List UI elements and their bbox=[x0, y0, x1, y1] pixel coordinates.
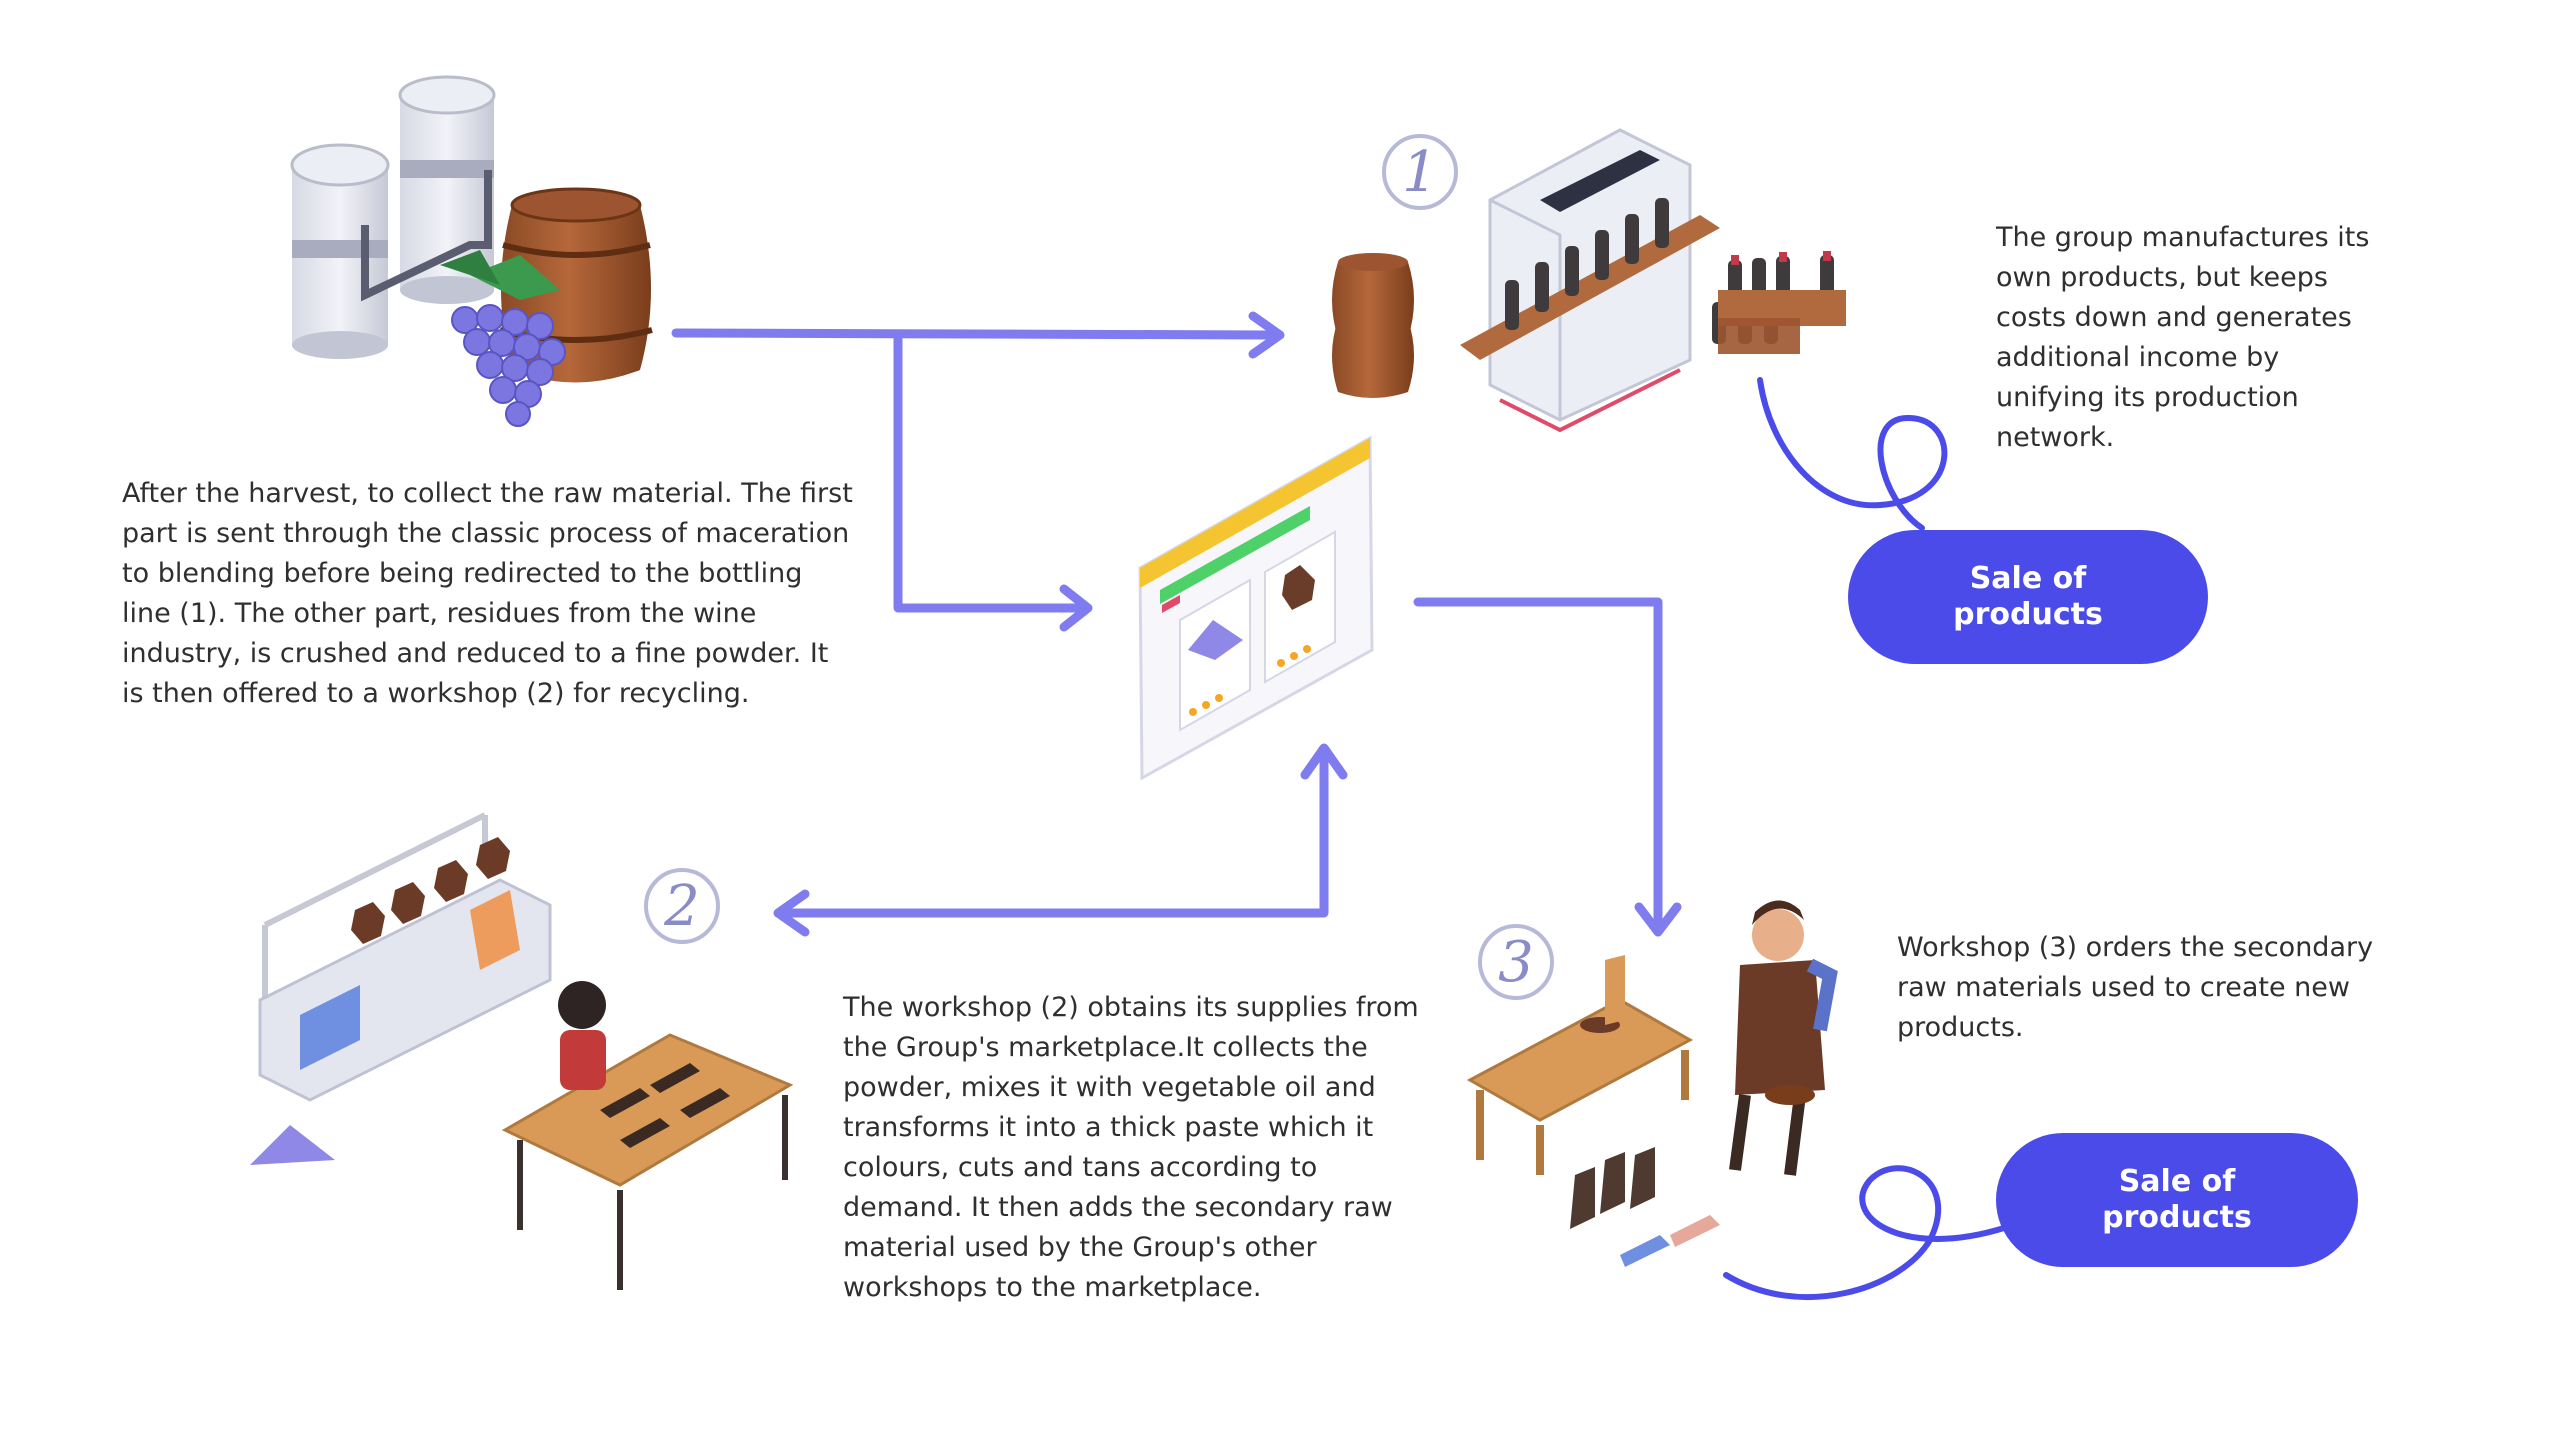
bottling-machine bbox=[1460, 128, 1720, 433]
workshop-2-description: The workshop (2) obtains its supplies fr… bbox=[843, 992, 1419, 1303]
workshop-2-illustration bbox=[250, 812, 794, 1290]
arrow-marketplace-to-workshop3 bbox=[1413, 597, 1682, 937]
harvest-description: After the harvest, to collect the raw ma… bbox=[122, 478, 853, 709]
workbench bbox=[1466, 955, 1694, 1175]
tank-front bbox=[290, 143, 390, 359]
wine-crates bbox=[1712, 251, 1846, 354]
powder-pile bbox=[250, 1125, 335, 1165]
sale-of-products-pill-1: Sale of products bbox=[1848, 530, 2208, 664]
wine-production-illustration bbox=[290, 75, 653, 427]
grapes bbox=[440, 250, 566, 427]
bottling-line-illustration bbox=[1332, 128, 1846, 433]
arrow-to-bottling-line bbox=[671, 311, 1285, 359]
loop-connector-1 bbox=[1757, 377, 1948, 531]
sale-of-products-pill-2: Sale of products bbox=[1996, 1133, 2358, 1267]
worker-table bbox=[501, 981, 794, 1290]
group-manufacturing-description: The group manufactures its own products,… bbox=[1996, 222, 2370, 453]
boots-and-heels bbox=[1570, 1147, 1720, 1267]
workshop-3-description: Workshop (3) orders the secondary raw ma… bbox=[1897, 932, 2374, 1043]
marketplace-window-illustration bbox=[1138, 435, 1374, 781]
workshop-3-illustration bbox=[1466, 900, 1838, 1267]
arrow-to-marketplace bbox=[893, 330, 1093, 632]
flow-arrows bbox=[671, 311, 1682, 937]
step-number-1: 1 bbox=[1382, 134, 1458, 210]
sale-pill-2-label: Sale of products bbox=[2102, 1164, 2252, 1235]
tanning-machine bbox=[258, 878, 552, 1102]
loop-connector-2 bbox=[1723, 1165, 2007, 1300]
arrow-workshop2-exchange bbox=[773, 743, 1348, 937]
step-number-2: 2 bbox=[644, 868, 720, 944]
sale-pill-1-label: Sale of products bbox=[1953, 561, 2103, 632]
small-barrels bbox=[1332, 253, 1414, 398]
pipe bbox=[361, 170, 492, 302]
shoemaker bbox=[1729, 900, 1838, 1176]
step-number-3: 3 bbox=[1478, 924, 1554, 1000]
